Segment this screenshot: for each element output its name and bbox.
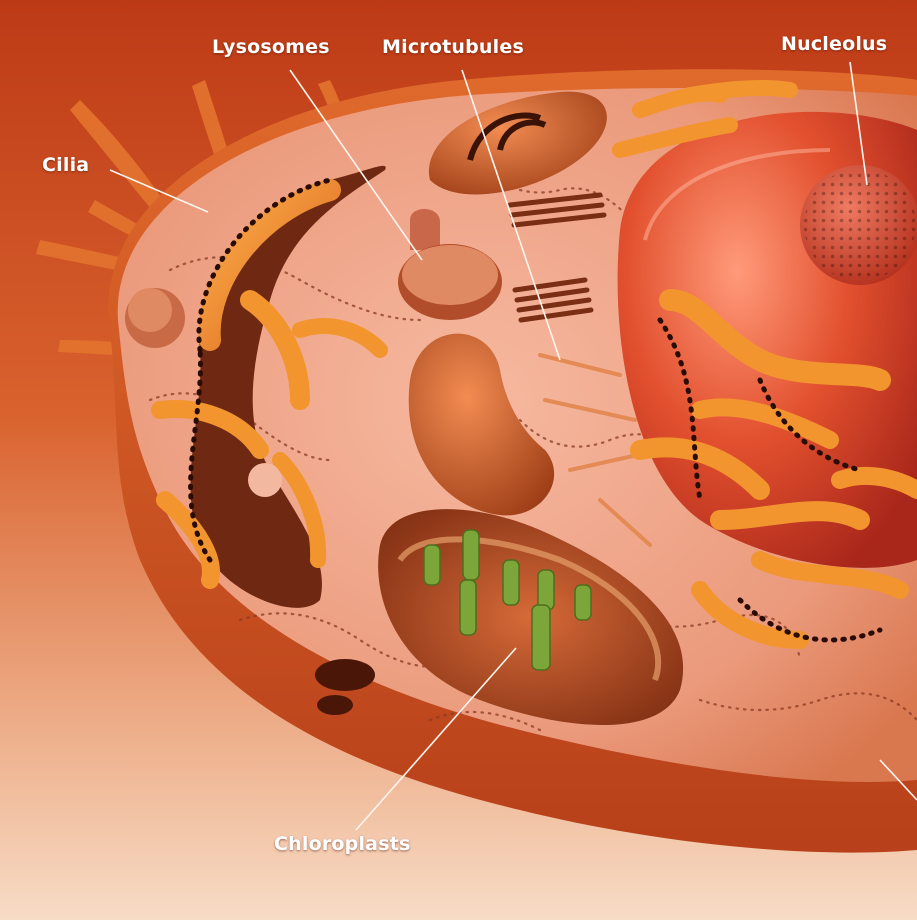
label-lysosomes: Lysosomes: [212, 36, 330, 58]
nucleolus: [800, 165, 917, 285]
label-microtubules: Microtubules: [382, 36, 524, 58]
label-chloroplasts: Chloroplasts: [274, 833, 411, 855]
label-nucleolus: Nucleolus: [781, 33, 887, 55]
label-cilia: Cilia: [42, 154, 89, 176]
